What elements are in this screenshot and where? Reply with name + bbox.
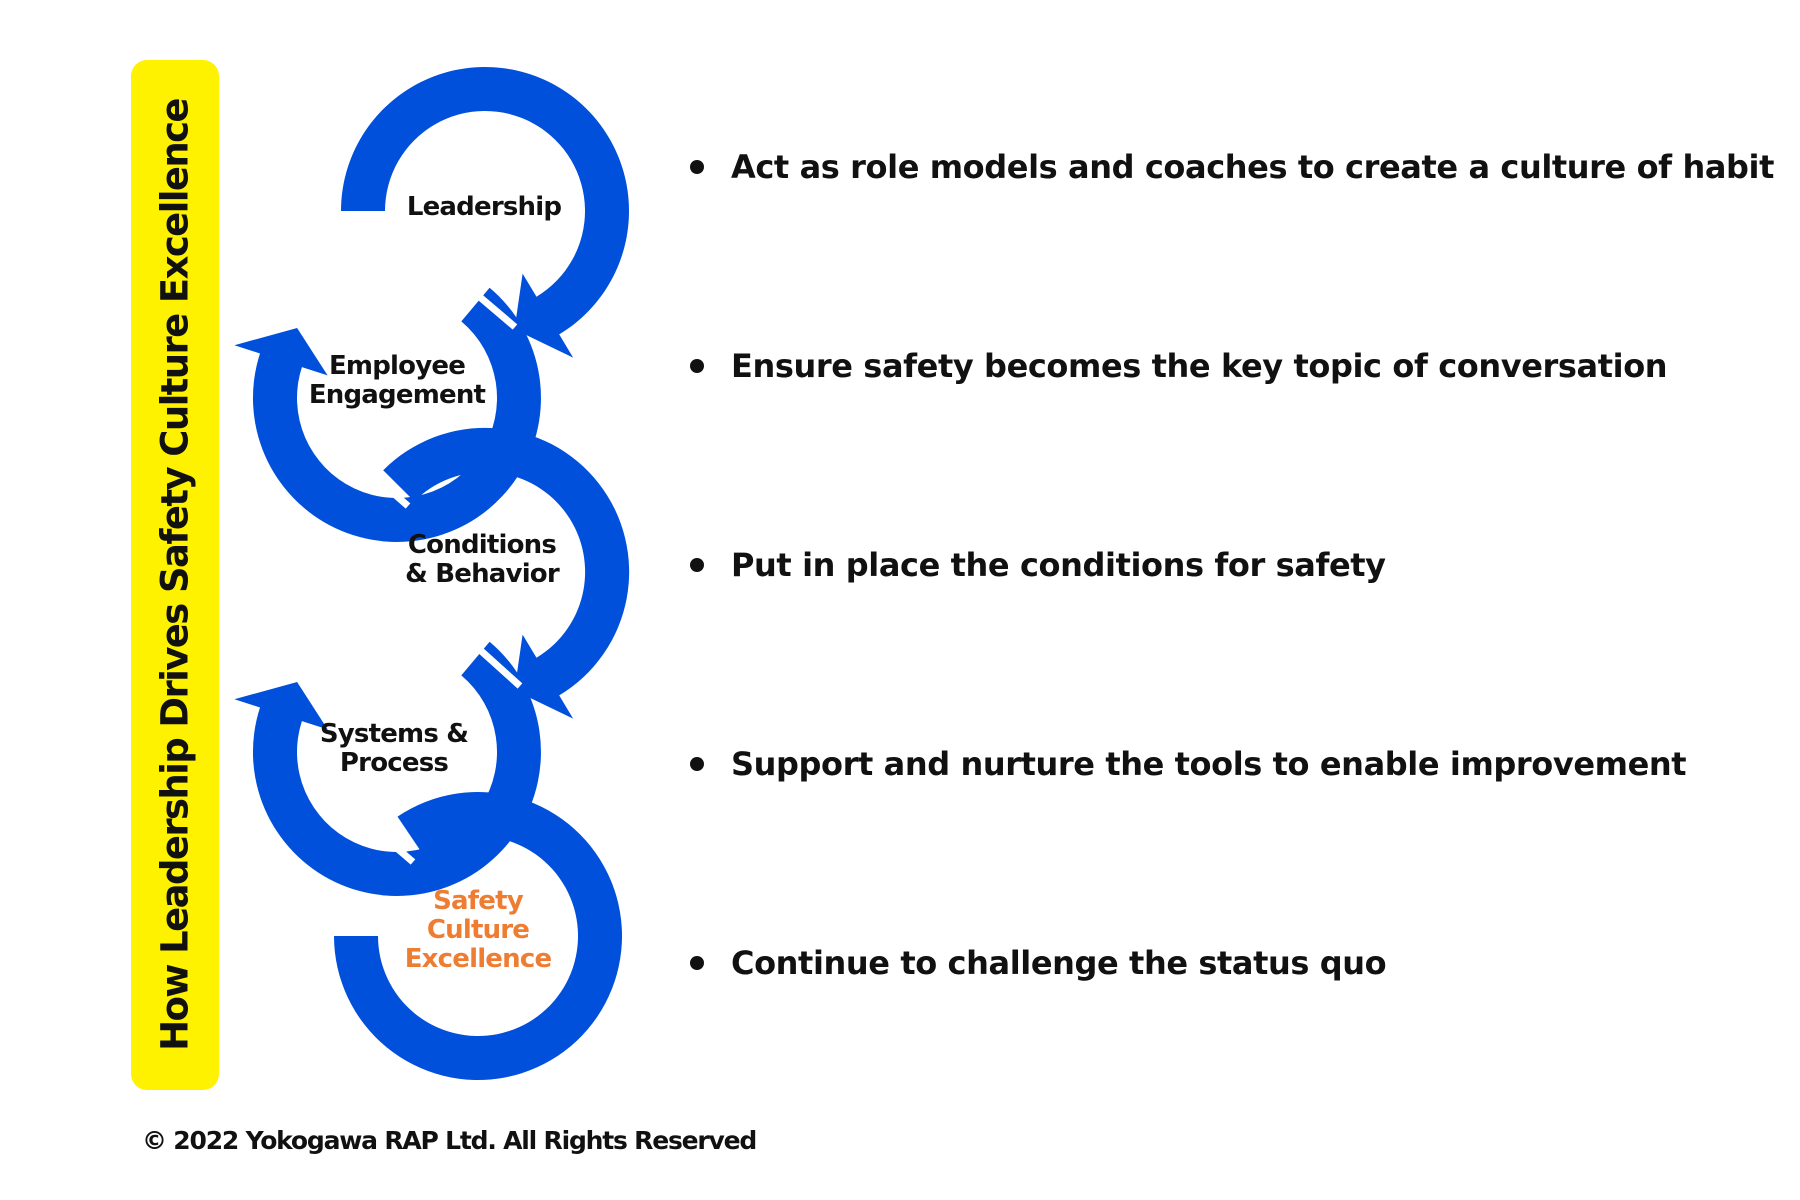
step-label-conditions-behavior: Conditions& Behavior [405, 530, 560, 589]
title-banner [131, 60, 219, 1090]
bullet-item-2: Ensure safety becomes the key topic of c… [690, 341, 1790, 391]
conditions-arrow [383, 427, 630, 719]
step-label-systems-process: Systems &Process [320, 719, 468, 778]
leadership-arrow [341, 66, 629, 358]
copyright-notice: © 2022 Yokogawa RAP Ltd. All Rights Rese… [142, 1126, 757, 1155]
bullet-dot [690, 956, 704, 970]
arrow-gap [375, 829, 416, 865]
step-label-line: Leadership [407, 192, 562, 222]
bullet-item-4: Support and nurture the tools to enable … [690, 739, 1790, 789]
step-label-line: Excellence [405, 944, 552, 974]
bullet-item-5: Continue to challenge the status quo [690, 938, 1790, 988]
bullet-dot [690, 558, 704, 572]
engagement-arrow [234, 287, 541, 542]
bullet-text: Ensure safety becomes the key topic of c… [731, 347, 1668, 385]
step-label-line: Engagement [309, 380, 486, 410]
bullet-item-1: Act as role models and coaches to create… [690, 142, 1790, 192]
arrow-gap [466, 637, 523, 689]
step-label-line: Conditions [408, 530, 556, 560]
bullet-item-3: Put in place the conditions for safety [690, 540, 1790, 590]
bullet-text: Put in place the conditions for safety [731, 546, 1386, 584]
step-label-line: Safety [433, 886, 524, 916]
step-label-line: & Behavior [405, 559, 560, 589]
arrow-gap [465, 284, 518, 330]
step-label-leadership: Leadership [407, 192, 562, 222]
step-label-line: Process [340, 748, 448, 778]
excellence-ring [334, 791, 622, 1080]
bullet-dot [690, 359, 704, 373]
bullet-dot [690, 757, 704, 771]
step-label-line: Employee [329, 351, 465, 381]
bullet-text: Act as role models and coaches to create… [731, 148, 1774, 186]
step-label-line: Culture [427, 915, 529, 945]
bullet-dot [690, 160, 704, 174]
bullet-text: Support and nurture the tools to enable … [731, 745, 1687, 783]
arrow-gap [373, 475, 411, 509]
step-label-line: Systems & [320, 719, 468, 749]
bullet-text: Continue to challenge the status quo [731, 944, 1387, 982]
